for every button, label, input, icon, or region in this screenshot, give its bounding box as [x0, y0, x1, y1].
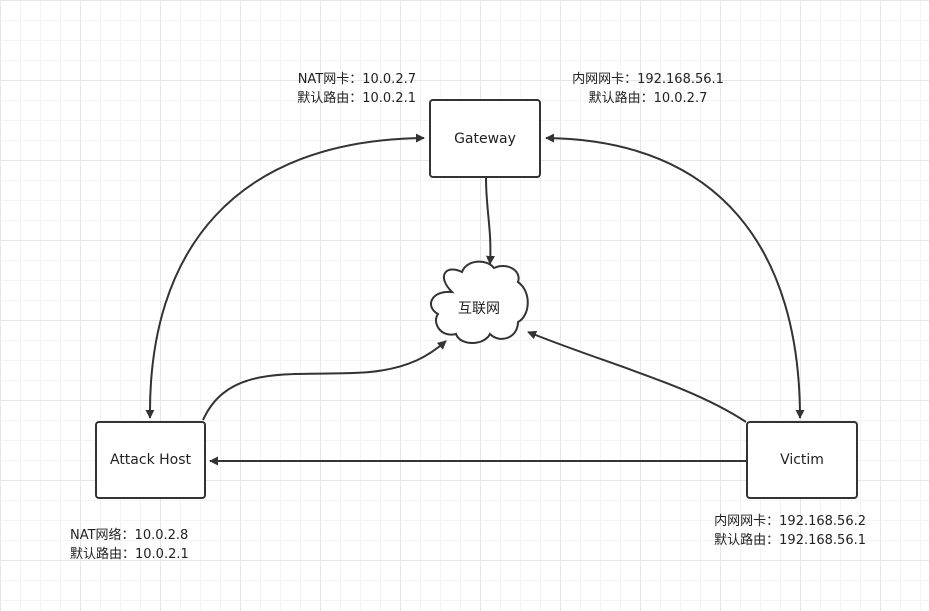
internet-label: 互联网 [458, 301, 500, 317]
gateway-node[interactable]: Gateway [429, 99, 541, 178]
victim-node[interactable]: Victim [746, 421, 858, 499]
gateway-nat-route: 默认路由：10.0.2.1 [297, 91, 416, 106]
edge-gateway-attack-host [145, 133, 425, 419]
attack-host-address: NAT网络：10.0.2.8 [70, 528, 189, 543]
victim-note: 内网网卡：192.168.56.2 默认路由：192.168.56.1 [690, 512, 866, 550]
victim-label: Victim [780, 452, 824, 468]
victim-route: 默认路由：192.168.56.1 [714, 533, 866, 548]
attack-host-node[interactable]: Attack Host [95, 421, 206, 499]
gateway-internal-note: 内网网卡：192.168.56.1 默认路由：10.0.2.7 [560, 70, 736, 108]
gateway-label: Gateway [454, 130, 516, 147]
victim-address: 内网网卡：192.168.56.2 [714, 514, 866, 529]
attack-host-label: Attack Host [109, 452, 192, 468]
edge-victim-internet [527, 330, 747, 423]
edge-gateway-victim [545, 133, 805, 419]
gateway-internal-address: 内网网卡：192.168.56.1 [572, 72, 724, 87]
edge-gateway-internet [485, 177, 495, 265]
gateway-nat-address: NAT网卡：10.0.2.7 [297, 72, 416, 87]
internet-cloud-shape [430, 260, 529, 344]
edge-attack-host-internet [202, 340, 447, 421]
gateway-internal-route: 默认路由：10.0.2.7 [588, 91, 708, 106]
attack-host-note: NAT网络：10.0.2.8 默认路由：10.0.2.1 [70, 526, 189, 564]
attack-host-route: 默认路由：10.0.2.1 [70, 547, 189, 562]
gateway-nat-note: NAT网卡：10.0.2.7 默认路由：10.0.2.1 [262, 70, 416, 108]
